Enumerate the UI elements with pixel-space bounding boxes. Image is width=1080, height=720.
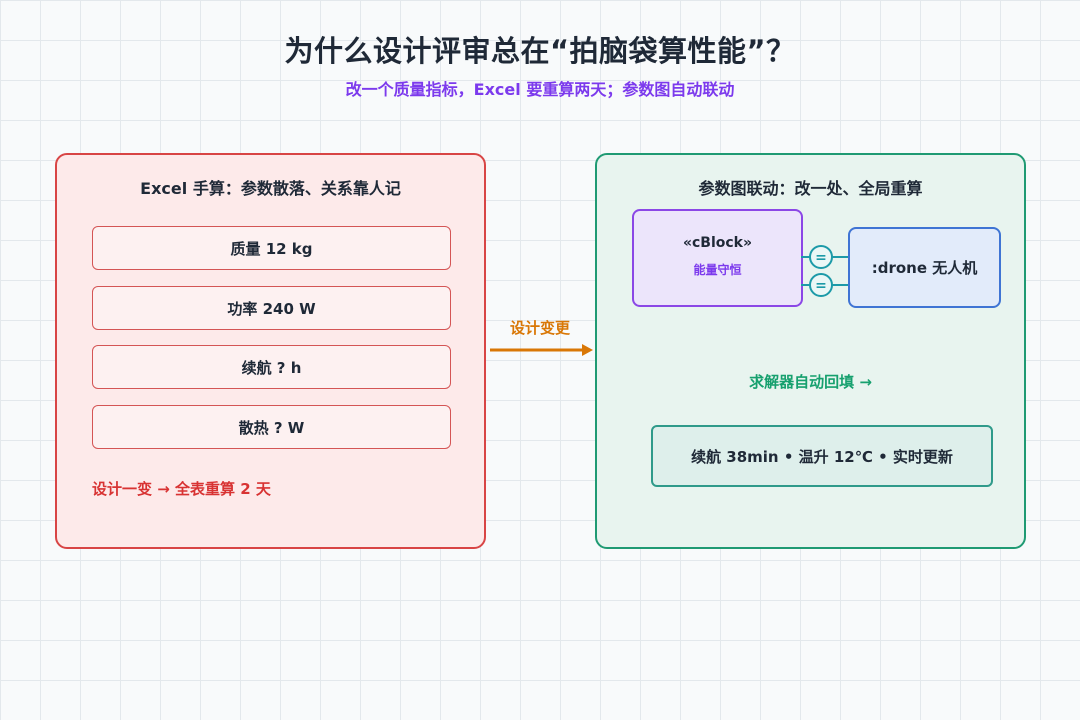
design-change-label: 设计变更 — [509, 319, 570, 337]
binding-connectors: = = — [801, 245, 851, 297]
binding-connector-bottom: = — [809, 273, 833, 297]
design-change-arrow — [490, 344, 593, 356]
connector-symbol-top: = — [815, 250, 827, 266]
constraint-block: «cBlock» 能量守恒 — [632, 209, 803, 307]
param-mass: 质量 12 kg — [92, 226, 451, 270]
excel-panel-title: Excel 手算：参数散落、关系靠人记 — [140, 179, 401, 198]
recalc-note: 设计一变 → 全表重算 2 天 — [92, 480, 271, 498]
excel-panel: Excel 手算：参数散落、关系靠人记 质量 12 kg 功率 240 W 续航… — [55, 153, 486, 549]
diagram-subtitle: 改一个质量指标，Excel 要重算两天；参数图自动联动 — [345, 80, 735, 99]
solver-label: 求解器自动回填 → — [749, 373, 872, 391]
diagram-title: 为什么设计评审总在“拍脑袋算性能”？ — [284, 34, 796, 68]
parametric-panel-title: 参数图联动：改一处、全局重算 — [698, 179, 923, 198]
drone-part: :drone 无人机 — [848, 227, 1001, 308]
binding-connector-top: = — [809, 245, 833, 269]
result-box: 续航 38min • 温升 12℃ • 实时更新 — [651, 425, 993, 487]
parametric-panel: 参数图联动：改一处、全局重算 «cBlock» 能量守恒 = = :drone … — [595, 153, 1026, 549]
param-endurance: 续航 ? h — [92, 345, 451, 389]
param-power: 功率 240 W — [92, 286, 451, 330]
block-stereotype: «cBlock» — [682, 235, 753, 251]
block-name: 能量守恒 — [693, 263, 742, 277]
param-heat: 散热 ? W — [92, 405, 451, 449]
connector-symbol-bottom: = — [815, 278, 827, 294]
